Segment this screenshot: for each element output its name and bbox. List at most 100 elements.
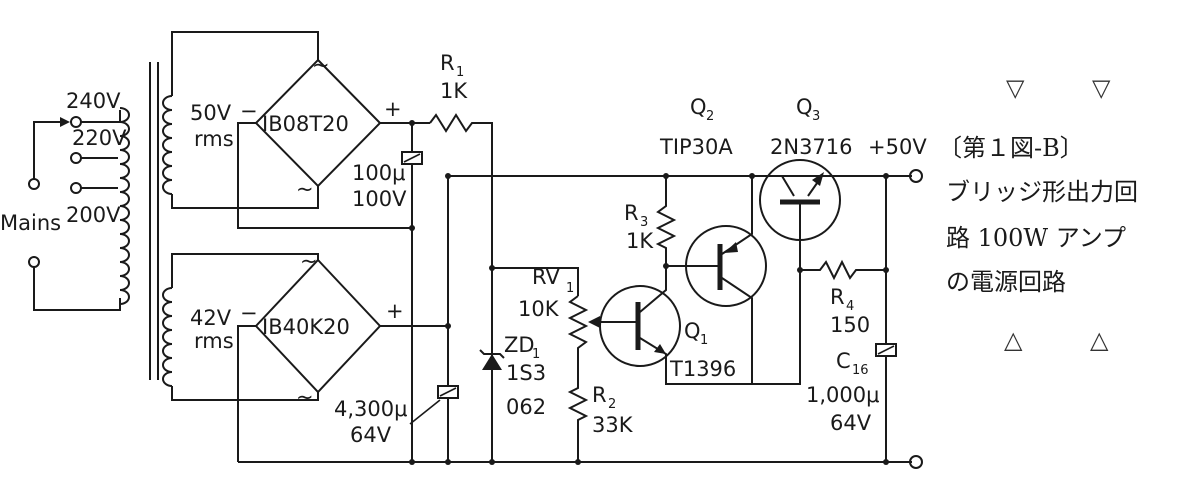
mains-terminal-top: [28, 178, 40, 190]
bridge-upper-ac-bottom: ~: [296, 177, 314, 201]
transistor-q1: Q 1 T1396: [599, 266, 752, 385]
r3-sub: 3: [640, 215, 648, 230]
q2-emitter-arrow: [724, 242, 738, 253]
r4-sub: 4: [846, 299, 854, 314]
upper-secondary-top-wire: [171, 31, 319, 96]
ground-junction-3: [489, 459, 495, 465]
tap-selector: 240V 220V 200V: [66, 89, 127, 227]
rv1: RV 1 10K: [518, 265, 612, 372]
c16-name: C: [836, 349, 851, 373]
cap-upper: 100μ 100V: [352, 120, 423, 462]
transistor-q3: Q 3 2N3716: [752, 95, 853, 385]
zener-zd1: ZD 1 1S3 062: [479, 265, 579, 419]
q1-name: Q: [684, 319, 701, 343]
zd1-part: 1S3: [506, 361, 546, 385]
figure-caption: ▽ ▽ 〔第１図-B〕 ブリッジ形出力回 路 100W アンプ の電源回路 △ …: [938, 74, 1138, 354]
output-terminal-ground: [909, 455, 923, 469]
c16-sub: 16: [852, 363, 869, 378]
secondary-winding-lower: [162, 287, 173, 387]
r2-value: 33K: [592, 413, 634, 437]
r4-name: R: [830, 285, 845, 309]
lower-secondary-voltage: 42V: [190, 306, 232, 330]
bridge-upper-plus: +: [384, 97, 402, 121]
r3-junction: [663, 173, 669, 179]
q1-sub: 1: [700, 333, 708, 348]
r4: R 4 150: [800, 259, 889, 337]
q1-part: T1396: [669, 357, 736, 381]
r1-sub: 1: [456, 65, 464, 80]
rv1-name: RV: [532, 265, 560, 289]
c16: C 16 1,000μ 64V: [806, 173, 897, 465]
q3-part: 2N3716: [770, 135, 853, 159]
tap-240v-label: 240V: [66, 89, 121, 113]
output-terminal-positive: [909, 169, 923, 183]
q3-name: Q: [796, 95, 813, 119]
zd1-rv1-wire: [492, 267, 579, 296]
cap-lower-pointer: [409, 399, 441, 425]
caption-mark-bottom-right: △: [1090, 326, 1109, 354]
zd1-sub: 1: [532, 347, 540, 362]
cap-upper-voltage: 100V: [352, 187, 407, 211]
bridge-upper-minus: −: [240, 99, 258, 123]
mains-terminal-bottom: [28, 256, 40, 268]
r1: R 1 1K: [429, 51, 493, 460]
primary-winding: [119, 107, 130, 305]
q2-name: Q: [690, 95, 707, 119]
caption-figure-number: 〔第１図-B〕: [938, 134, 1084, 162]
bridge-lower-ac-bottom: ~: [296, 385, 314, 409]
zd1-name: ZD: [504, 333, 535, 357]
rv1-value: 10K: [518, 297, 560, 321]
tap-200v-label: 200V: [66, 203, 121, 227]
mains-label: Mains: [0, 211, 61, 235]
cap-upper-hatch: [403, 153, 421, 163]
bridge-lower-part: IB40K20: [262, 315, 350, 339]
caption-line-2: 路 100W アンプ: [946, 224, 1126, 252]
lower-secondary-bottom-wire: [171, 386, 319, 401]
r2-resistor: [567, 372, 589, 462]
bridge-upper-diamond: [254, 58, 382, 188]
caption-mark-top-right: ▽: [1092, 74, 1111, 102]
bridge-lower-minus: −: [240, 301, 258, 325]
bridge-lower-ac-top: ~: [300, 249, 318, 273]
q3-base-wire: [752, 204, 801, 385]
ground-junction-2: [445, 459, 451, 465]
cap-upper-junction: [409, 120, 415, 126]
q3-collector-link: [752, 175, 795, 197]
bridge-lower: IB40K20 ~ ~ − +: [237, 249, 448, 462]
bridge-lower-plus: +: [386, 299, 404, 323]
upper-secondary-voltage: 50V: [190, 101, 232, 125]
transistor-q2: Q 2 TIP30A: [659, 95, 767, 384]
ground-junction-1: [409, 459, 415, 465]
r2-sub: 2: [608, 397, 616, 412]
q3-emitter-arrow: [812, 172, 824, 186]
zd1-junction: [489, 265, 495, 271]
caption-mark-top-left: ▽: [1006, 74, 1025, 102]
q1-emitter-arrow: [654, 344, 666, 354]
r1-value: 1K: [440, 79, 468, 103]
r3-value: 1K: [626, 229, 654, 253]
r2-name: R: [592, 383, 607, 407]
zd1-bar: [479, 349, 505, 359]
mains-wire-bottom: [33, 267, 121, 311]
r1-resistor: [429, 113, 493, 460]
r1-name: R: [440, 51, 455, 75]
mains-tap-arrow: [60, 117, 70, 127]
bridge-upper: IB08T20 ~ ~ − +: [237, 53, 430, 229]
lower-secondary-unit: rms: [194, 329, 234, 353]
cap-lower-voltage: 64V: [350, 423, 392, 447]
upper-secondary-unit: rms: [194, 127, 234, 151]
tap-220v-terminal: [70, 152, 82, 164]
upper-secondary-bottom-wire: [171, 186, 319, 209]
lower-secondary-top-wire: [171, 253, 319, 288]
rv1-resistor: [567, 295, 589, 372]
ground-junction-4: [575, 459, 581, 465]
positive-rail-junction: [445, 173, 451, 179]
c16-voltage: 64V: [830, 411, 872, 435]
bridge-lower-minus-wire: [237, 325, 256, 462]
c16-value: 1,000μ: [806, 383, 879, 407]
upper-minus-junction: [409, 225, 415, 231]
rv1-wiper-arrow: [588, 316, 600, 328]
q2-emitter: [721, 176, 753, 255]
q2-part: TIP30A: [659, 135, 733, 159]
